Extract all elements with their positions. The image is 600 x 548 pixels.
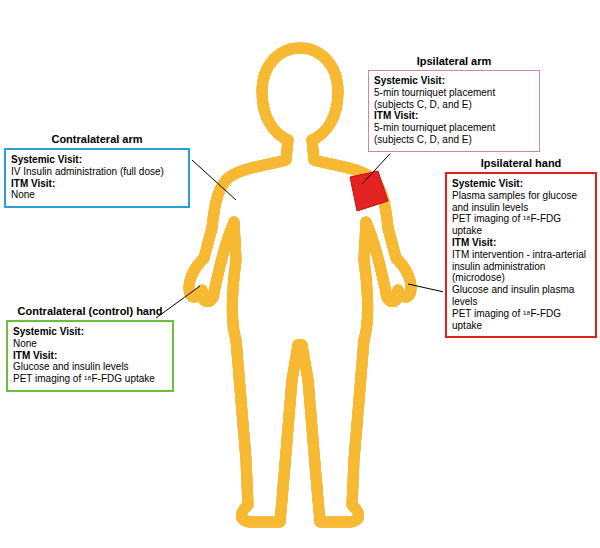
callout-text: None: [11, 189, 183, 201]
callout-box: Contralateral (control) handSystemic Vis…: [6, 305, 174, 392]
visit-label: Systemic Visit:: [13, 326, 167, 338]
callout-text: Glucose and insulin plasma levels: [452, 284, 590, 308]
visit-label: ITM Visit:: [452, 237, 590, 249]
callout-text: PET imaging of ¹⁸F-FDG uptake: [13, 373, 167, 385]
callout-text: 5-min tourniquet placement (subjects C, …: [374, 122, 534, 146]
callout-frame: Systemic Visit:IV Insulin administration…: [4, 148, 190, 208]
callout-heading: Ipsilateral hand: [445, 157, 597, 169]
leader-line: [362, 154, 390, 184]
leader-line: [156, 286, 200, 318]
callout-heading: Contralateral arm: [4, 133, 190, 145]
callout-text: ITM intervention - intra-arterial insuli…: [452, 249, 590, 284]
visit-label: Systemic Visit:: [374, 75, 534, 87]
visit-label: ITM Visit:: [11, 178, 183, 190]
callout-text: PET imaging of ¹⁸F-FDG uptake: [452, 308, 590, 332]
leader-line: [192, 160, 236, 200]
leader-line: [408, 284, 443, 292]
callout-box: Ipsilateral handSystemic Visit:Plasma sa…: [445, 157, 597, 338]
callout-text: 5-min tourniquet placement (subjects C, …: [374, 87, 534, 111]
callout-text: PET imaging of ¹⁸F-FDG uptake: [452, 213, 590, 237]
visit-label: Systemic Visit:: [452, 178, 590, 190]
callout-frame: Systemic Visit:5-min tourniquet placemen…: [368, 70, 540, 152]
callout-frame: Systemic Visit:Plasma samples for glucos…: [445, 172, 597, 338]
callout-box: Contralateral armSystemic Visit:IV Insul…: [4, 133, 190, 208]
callout-frame: Systemic Visit:NoneITM Visit:Glucose and…: [6, 320, 174, 392]
callout-heading: Contralateral (control) hand: [6, 305, 174, 317]
visit-label: Systemic Visit:: [11, 154, 183, 166]
visit-label: ITM Visit:: [13, 350, 167, 362]
callout-text: Glucose and insulin levels: [13, 361, 167, 373]
callout-heading: Ipsilateral arm: [368, 55, 540, 67]
callout-text: IV Insulin administration (full dose): [11, 166, 183, 178]
callout-box: Ipsilateral armSystemic Visit:5-min tour…: [368, 55, 540, 152]
callout-text: None: [13, 338, 167, 350]
callout-text: Plasma samples for glucose and insulin l…: [452, 190, 590, 214]
visit-label: ITM Visit:: [374, 110, 534, 122]
